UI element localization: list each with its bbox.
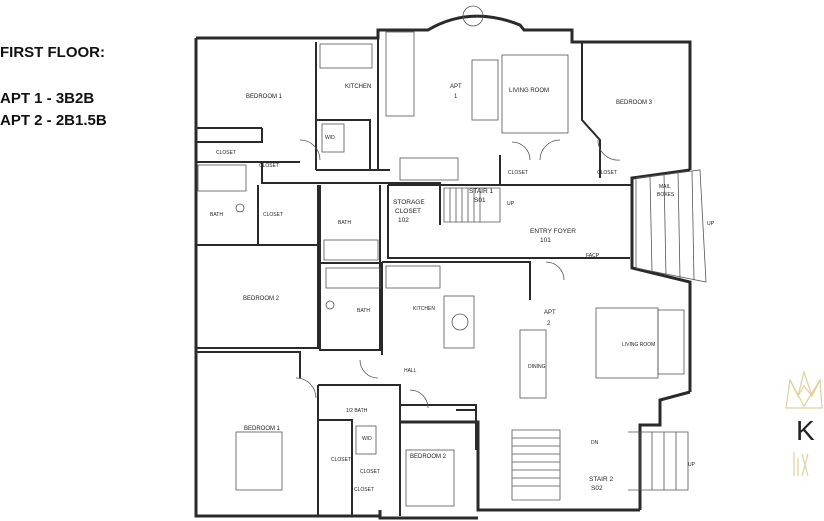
room-stair1-number: S01 [474, 197, 486, 204]
room-kitchen-top: KITCHEN [345, 84, 371, 90]
room-bedroom3: BEDROOM 3 [616, 100, 653, 106]
room-up1: UP [507, 201, 515, 207]
room-facp: FACP [586, 253, 600, 259]
room-closet-g: CLOSET [354, 487, 374, 493]
room-wd-bottom: W/D [362, 436, 372, 442]
room-wd-top: W/D [325, 135, 335, 141]
stair-2 [511, 429, 561, 501]
room-half-bath: 1/2 BATH [346, 408, 368, 414]
room-boxes: BOXES [657, 192, 675, 198]
room-storage-label2: CLOSET [395, 208, 421, 215]
room-closet-a: CLOSET [216, 150, 236, 156]
room-stair2-number: S02 [591, 485, 603, 492]
brand-logo: K [785, 369, 823, 477]
room-bedroom1-top: BEDROOM 1 [246, 94, 283, 100]
room-apt1-number: 1 [454, 94, 458, 100]
room-closet-c: CLOSET [263, 212, 283, 218]
stair-1 [443, 187, 501, 223]
room-storage-number: 102 [398, 217, 409, 224]
fixtures [197, 5, 685, 507]
room-up3: UP [688, 462, 696, 468]
room-stair1-label: STAIR 1 [469, 188, 493, 195]
room-dn: DN [591, 440, 599, 446]
room-bedroom2-left: BEDROOM 2 [243, 296, 280, 302]
room-storage-label: STORAGE [393, 199, 425, 206]
room-apt2-number: 2 [547, 321, 551, 327]
exterior-steps [628, 169, 707, 491]
apt1-summary: APT 1 - 3B2B [0, 90, 95, 107]
interior-walls [196, 38, 632, 516]
apt2-summary: APT 2 - 2B1.5B [0, 112, 107, 129]
room-living-top: LIVING ROOM [509, 88, 549, 94]
floor-title: FIRST FLOOR: [0, 44, 105, 61]
crown-icon [785, 369, 823, 409]
room-bedroom2-bottom: BEDROOM 2 [410, 454, 447, 460]
room-apt2-label: APT [544, 310, 556, 316]
room-closet-d: CLOSET [597, 170, 617, 176]
room-up2: UP [707, 221, 715, 227]
room-stair2-label: STAIR 2 [589, 476, 613, 483]
logo-mark-icon [793, 452, 809, 477]
room-closet-b: CLOSET [259, 163, 279, 169]
logo-letter: K [796, 415, 815, 446]
room-hall: HALL [404, 368, 417, 374]
room-entry-number: 101 [540, 237, 551, 244]
room-closet-stair: CLOSET [508, 170, 528, 176]
exterior-walls [194, 14, 692, 520]
room-living-bottom: LIVING ROOM [622, 342, 655, 348]
room-closet-e: CLOSET [331, 457, 351, 463]
room-bath-left: BATH [210, 212, 223, 218]
room-bath-center2: BATH [357, 308, 370, 314]
door-swings [295, 139, 621, 409]
room-entry-label: ENTRY FOYER [530, 228, 576, 235]
room-dining: DINING [528, 364, 546, 370]
room-bath-center: BATH [338, 220, 351, 226]
room-kitchen-bottom: KITCHEN [413, 306, 435, 312]
room-apt1-label: APT [450, 84, 462, 90]
room-mail: MAIL [659, 184, 671, 190]
room-bedroom1-bottom: BEDROOM 1 [244, 426, 281, 432]
room-closet-f: CLOSET [360, 469, 380, 475]
